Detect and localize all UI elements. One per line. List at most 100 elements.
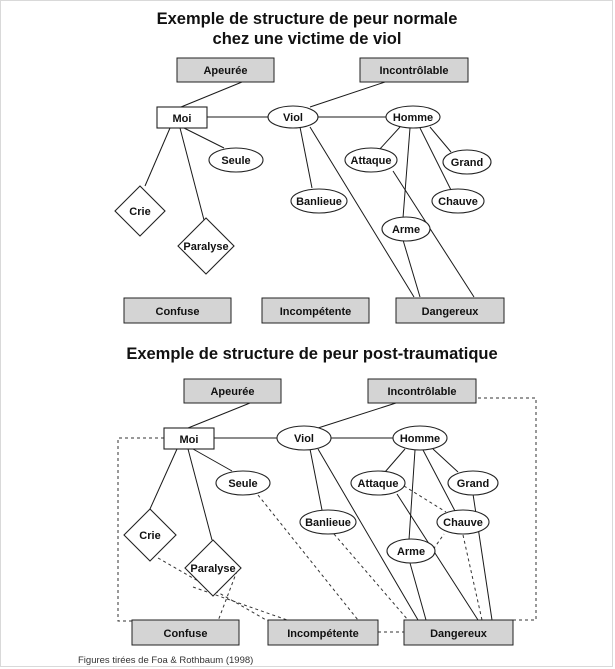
node2-attaque: Attaque: [350, 470, 406, 496]
edge2-moi-paralyse: [187, 448, 213, 541]
edge-homme-arme: [402, 127, 411, 219]
dash-moi-confuse: [117, 437, 164, 622]
node2-dangereux: Dangereux: [403, 619, 514, 646]
node2-homme-label: Homme: [400, 433, 440, 445]
node-attaque-label: Attaque: [351, 155, 392, 167]
node2-paralyse: Paralyse: [184, 539, 242, 597]
node2-moi: Moi: [163, 427, 215, 450]
node2-paralyse-label: Paralyse: [190, 563, 235, 575]
node2-chauve-label: Chauve: [443, 517, 483, 529]
diagram1-title-line2: chez une victime de viol: [213, 30, 402, 48]
edge2-homme-arme: [408, 449, 416, 541]
node-incompetente-label: Incompétente: [280, 306, 352, 318]
edge-moi-apeuree: [180, 81, 243, 108]
diagram1-edges: [144, 81, 475, 298]
node2-grand: Grand: [447, 470, 499, 496]
node2-chauve: Chauve: [436, 509, 490, 535]
node-dangereux-label: Dangereux: [422, 306, 480, 318]
node2-confuse: Confuse: [131, 619, 240, 646]
node2-banlieue-label: Banlieue: [305, 517, 351, 529]
edge-moi-paralyse: [179, 127, 205, 221]
node-crie: Crie: [114, 185, 166, 237]
node-moi-label: Moi: [173, 113, 192, 125]
node-apeuree-label: Apeurée: [203, 65, 247, 77]
edge-moi-seule: [183, 127, 225, 149]
node-paralyse: Paralyse: [177, 217, 235, 275]
dash-arme-chauve: [429, 533, 445, 555]
edge2-homme-grand: [432, 448, 459, 473]
node-banlieue: Banlieue: [290, 188, 348, 214]
node2-homme: Homme: [392, 425, 448, 451]
node-grand-label: Grand: [451, 157, 483, 169]
node-attaque: Attaque: [344, 147, 398, 173]
node-chauve-label: Chauve: [438, 196, 478, 208]
node-seule-label: Seule: [221, 155, 250, 167]
node-banlieue-label: Banlieue: [296, 196, 342, 208]
edge2-homme-attaque: [384, 448, 406, 473]
node-incompetente: Incompétente: [261, 297, 370, 324]
node2-seule: Seule: [215, 470, 271, 496]
node-dangereux: Dangereux: [395, 297, 505, 324]
node2-banlieue: Banlieue: [299, 509, 357, 535]
node2-confuse-label: Confuse: [164, 628, 208, 640]
edge-arme-dangereux: [402, 239, 421, 298]
edge2-moi-apeuree: [187, 402, 251, 429]
edge-homme-attaque: [378, 126, 401, 151]
node-moi: Moi: [156, 106, 208, 129]
node-confuse-label: Confuse: [156, 306, 200, 318]
node2-seule-label: Seule: [228, 478, 257, 490]
node2-moi-label: Moi: [180, 434, 199, 446]
node-arme: Arme: [381, 216, 431, 242]
node2-apeuree: Apeurée: [183, 378, 282, 404]
diagram2-title: Exemple de structure de peur post-trauma…: [126, 345, 497, 363]
edge2-moi-seule: [192, 448, 233, 472]
node-arme-label: Arme: [392, 224, 420, 236]
diagram2-edges: [149, 402, 493, 621]
dash-attaque-chauve: [403, 485, 447, 513]
edge2-homme-chauve: [422, 449, 456, 512]
node2-attaque-label: Attaque: [358, 478, 399, 490]
node-chauve: Chauve: [431, 188, 485, 214]
node-viol: Viol: [267, 105, 319, 129]
edge2-moi-crie: [149, 448, 178, 510]
node-viol-label: Viol: [283, 112, 303, 124]
node2-incontrolable: Incontrôlable: [367, 378, 477, 404]
edge-homme-chauve: [419, 127, 452, 191]
node-incontrolable: Incontrôlable: [359, 57, 469, 83]
edge-homme-grand: [429, 126, 452, 153]
dash-paralyse-incompetente: [192, 586, 291, 622]
node2-viol: Viol: [276, 425, 332, 451]
dash-seule-incompetente: [257, 494, 359, 621]
dash-chauve-dangereux: [462, 534, 483, 621]
node-incontrolable-label: Incontrôlable: [379, 65, 448, 77]
figure-caption: Figures tirées de Foa & Rothbaum (1998): [78, 655, 253, 666]
edge2-attaque-dangereux: [396, 493, 479, 621]
node2-crie: Crie: [123, 508, 177, 562]
node-paralyse-label: Paralyse: [183, 241, 228, 253]
edge-attaque-dangereux: [392, 170, 475, 298]
node2-incompetente: Incompétente: [267, 619, 379, 646]
node2-arme: Arme: [386, 538, 436, 564]
edge2-viol-dangereux: [317, 448, 419, 621]
node2-grand-label: Grand: [457, 478, 489, 490]
dash-banlieue-dangereux: [333, 533, 409, 621]
node2-apeuree-label: Apeurée: [210, 386, 254, 398]
node2-viol-label: Viol: [294, 433, 314, 445]
node2-incontrolable-label: Incontrôlable: [387, 386, 456, 398]
node-homme-label: Homme: [393, 112, 433, 124]
node-homme: Homme: [385, 105, 441, 129]
edge-moi-crie: [144, 127, 171, 187]
diagram-post-traumatic-fear: Exemple de structure de peur post-trauma…: [117, 345, 537, 646]
edge2-arme-dangereux: [409, 562, 427, 621]
node2-arme-label: Arme: [397, 546, 425, 558]
node2-incompetente-label: Incompétente: [287, 628, 359, 640]
node-crie-label: Crie: [129, 206, 150, 218]
node-seule: Seule: [208, 147, 264, 173]
node-grand: Grand: [442, 149, 492, 175]
node-confuse: Confuse: [123, 297, 232, 324]
node2-dangereux-label: Dangereux: [430, 628, 488, 640]
edge-viol-banlieue: [299, 126, 313, 189]
edge2-viol-incontrolable: [317, 402, 397, 429]
